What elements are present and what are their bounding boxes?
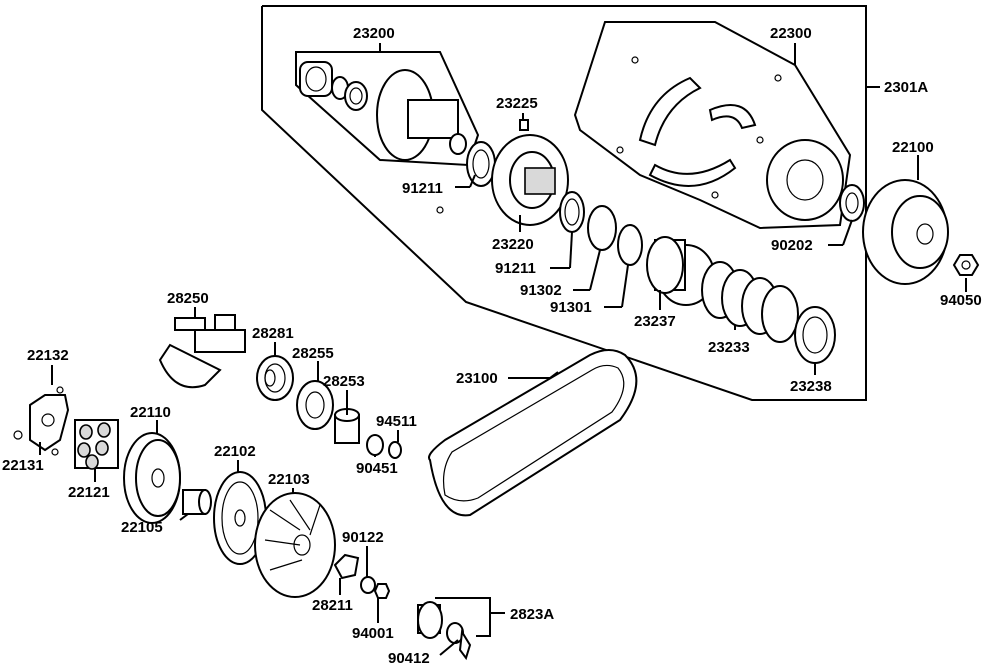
label-94511: 94511: [376, 413, 417, 430]
part-91302-o-ring: [587, 205, 617, 251]
label-28255: 28255: [292, 345, 334, 362]
label-91302: 91302: [520, 282, 562, 299]
part-28255-washer: [296, 380, 334, 430]
label-23100: 23100: [456, 370, 498, 387]
label-91211-a: 91211: [402, 180, 443, 197]
part-23237-collar: [646, 236, 715, 306]
label-90451: 90451: [356, 460, 398, 477]
label-23233: 23233: [708, 339, 750, 356]
label-28250: 28250: [167, 290, 209, 307]
part-22105-collar: [182, 489, 212, 515]
part-22300-clutch-shoes: [616, 56, 844, 221]
label-90122: 90122: [342, 529, 384, 546]
group-outline-22300: [573, 21, 852, 230]
part-number-labels: 23200 22300 2301A 23225 91211 22100 2322…: [2, 25, 982, 667]
part-22100-clutch-bell: [862, 179, 949, 285]
part-2823a-kick-pinion-assembly: [417, 601, 472, 661]
label-22110: 22110: [130, 404, 171, 421]
part-28211-ratchet: [333, 553, 360, 580]
label-23238: 23238: [790, 378, 832, 395]
label-22300: 22300: [770, 25, 812, 42]
label-28281: 28281: [252, 325, 294, 342]
label-2301a: 2301A: [884, 79, 928, 96]
part-23233-spring: [701, 261, 799, 343]
part-22103-fan-drive-face: [254, 492, 336, 598]
label-22103: 22103: [268, 471, 310, 488]
label-22100: 22100: [892, 139, 934, 156]
part-23225-pin: [519, 119, 529, 131]
label-22132: 22132: [27, 347, 69, 364]
part-23238-seat: [794, 306, 836, 364]
part-23200-drive-pulley-hub: [299, 61, 467, 161]
part-91301-o-ring: [617, 224, 643, 266]
part-90202-seal: [839, 184, 865, 222]
label-23200: 23200: [353, 25, 395, 42]
label-90412: 90412: [388, 650, 430, 667]
label-94001: 94001: [352, 625, 394, 642]
bracket-2823a: [435, 597, 491, 637]
part-22110-movable-drive-face: [123, 432, 181, 524]
assembly-boundary-2301a: [261, 5, 867, 401]
part-28250-kick-shaft: [158, 314, 246, 389]
label-2823a: 2823A: [510, 606, 554, 623]
label-22102: 22102: [214, 443, 256, 460]
part-91211-seal-b: [559, 191, 585, 233]
label-23225: 23225: [496, 95, 538, 112]
part-94001-nut: [373, 583, 391, 599]
label-90202: 90202: [771, 237, 813, 254]
label-94050: 94050: [940, 292, 982, 309]
part-28253-bushing: [334, 408, 360, 444]
part-90122-washer: [360, 576, 376, 594]
label-22121: 22121: [68, 484, 110, 501]
leader-lines: [39, 43, 967, 656]
part-90451-washer: [366, 434, 384, 456]
part-23100-drive-belt: [428, 349, 638, 517]
label-23220: 23220: [492, 236, 534, 253]
part-94511-clip: [388, 441, 402, 459]
label-91211-b: 91211: [495, 260, 536, 277]
part-22121-roller-weights: [74, 419, 119, 470]
part-23220-driven-face: [436, 134, 569, 226]
label-28211: 28211: [312, 597, 353, 614]
label-28253: 28253: [323, 373, 365, 390]
part-91211-seal-a: [466, 141, 496, 187]
part-94050-nut: [952, 254, 980, 276]
label-22131: 22131: [2, 457, 44, 474]
part-22132-ramp-plate: [13, 386, 70, 456]
label-23237: 23237: [634, 313, 676, 330]
label-22105: 22105: [121, 519, 163, 536]
label-91301: 91301: [550, 299, 592, 316]
part-28281-kick-spring: [256, 355, 294, 401]
